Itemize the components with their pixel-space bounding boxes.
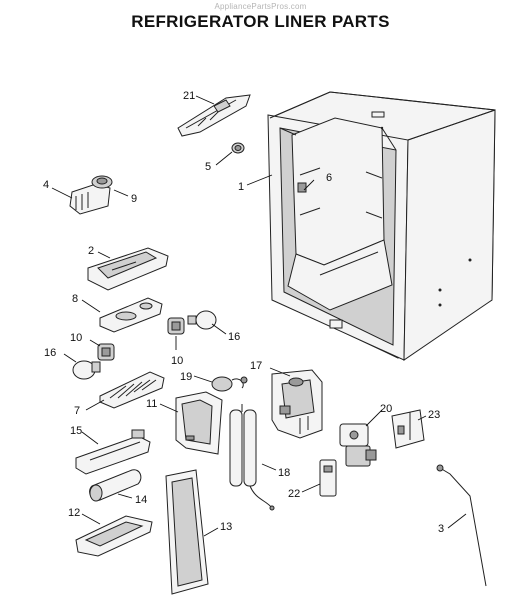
callout-6: 6 — [326, 172, 332, 184]
part-5-knob — [231, 142, 245, 154]
part-8-bracket — [99, 297, 163, 333]
callout-10a: 10 — [70, 332, 82, 344]
part-20-valve — [339, 423, 377, 467]
callout-4: 4 — [43, 179, 49, 191]
callout-9: 9 — [131, 193, 137, 205]
part-10-socket-left — [97, 343, 115, 361]
part-16-bulb-right — [187, 310, 217, 330]
part-21-vent-cover — [177, 94, 251, 137]
callout-22: 22 — [288, 488, 300, 500]
callout-12: 12 — [68, 507, 80, 519]
liner-right-side — [403, 109, 496, 361]
callout-5: 5 — [205, 161, 211, 173]
part-22-clip — [319, 459, 337, 497]
part-23-bracket — [391, 409, 425, 449]
callout-11: 11 — [146, 398, 157, 410]
part-1-liner — [267, 91, 496, 361]
callout-23: 23 — [428, 409, 440, 421]
callout-16b: 16 — [44, 347, 56, 359]
callout-8: 8 — [72, 293, 78, 305]
part-2-tray — [87, 247, 169, 291]
page-title: REFRIGERATOR LINER PARTS — [131, 12, 390, 31]
callout-14: 14 — [135, 494, 147, 506]
part-16-bulb-left — [72, 360, 101, 380]
callout-1: 1 — [238, 181, 244, 193]
callout-7: 7 — [74, 405, 80, 417]
callout-19: 19 — [180, 371, 192, 383]
callout-18: 18 — [278, 467, 290, 479]
part-15-duct — [75, 429, 151, 475]
part-9-socket — [91, 175, 113, 189]
callout-21: 21 — [183, 90, 195, 102]
callout-13: 13 — [220, 521, 232, 533]
callout-20: 20 — [380, 403, 392, 415]
part-13-panel — [165, 469, 209, 595]
callout-16a: 16 — [228, 331, 240, 343]
part-19-thermostat — [211, 376, 248, 392]
liner-inner-floor — [287, 239, 393, 311]
part-3-tube — [436, 464, 487, 587]
part-18-heater — [229, 404, 275, 511]
watermark: AppliancePartsPros.com — [214, 2, 307, 11]
part-12-pan — [75, 515, 153, 557]
callout-10b: 10 — [171, 355, 183, 367]
part-17-control — [271, 369, 323, 439]
part-10-socket-right — [167, 317, 185, 335]
part-11-housing — [175, 391, 223, 455]
leader-lines — [51, 95, 467, 537]
callout-3: 3 — [438, 523, 444, 535]
callout-15: 15 — [70, 425, 82, 437]
callout-17: 17 — [250, 360, 262, 372]
callout-labels: 21 5 1 6 4 9 2 8 10 16 16 10 17 19 7 11 … — [43, 90, 444, 535]
callout-2: 2 — [88, 245, 94, 257]
part-4-light-cover — [69, 183, 111, 215]
part-7-grille — [99, 371, 165, 409]
part-14-cylinder — [89, 469, 142, 502]
part-6-bracket — [297, 182, 307, 193]
